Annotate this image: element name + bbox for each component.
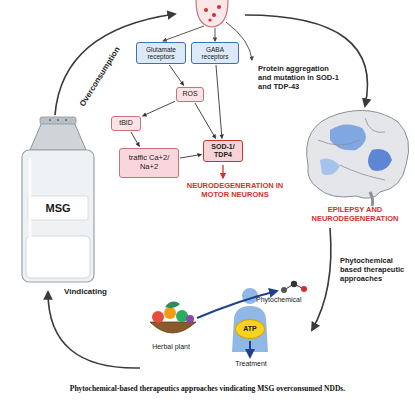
- cycle-arrows-part: [312, 228, 331, 330]
- vesicle-lines-part: [163, 26, 204, 41]
- outcome-label: NEURODEGENERATION IN MOTOR NEURONS: [180, 181, 290, 199]
- synapse-vesicle-part: [212, 13, 216, 17]
- herbal-plant-part: [152, 311, 164, 323]
- herbal-plant-part: [186, 315, 194, 323]
- herbal-plant-part: [164, 307, 176, 319]
- connector-arrow: [143, 101, 176, 116]
- picture-label: Herbal plant: [140, 343, 202, 351]
- brain-illustration: [307, 110, 409, 206]
- process-box: SOD-1/ TDP4: [203, 140, 243, 162]
- node-text: GABA receptors: [195, 46, 235, 61]
- cycle-arrows-part: [55, 14, 175, 115]
- msg-shaker-part: [57, 119, 59, 121]
- cycle-label: Overconsumption: [77, 45, 122, 109]
- brain-illustration-part: [330, 124, 366, 150]
- msg-shaker-part: [30, 122, 86, 150]
- node-text: SOD-1/ TDP4: [207, 143, 239, 159]
- msg-shaker-part: [22, 150, 94, 282]
- synapse-vesicle-part: [204, 8, 208, 12]
- node-text: traffic Ca+2/ Na+2: [123, 154, 175, 171]
- phytochemical-molecule-part: [281, 287, 287, 293]
- brain-illustration-part: [307, 110, 409, 198]
- shaker-label: MSG: [30, 198, 86, 218]
- node-text: tBID: [119, 119, 133, 127]
- msg-shaker-part: [65, 119, 67, 121]
- annotation: Protein aggregation and mutation in SOD-…: [258, 64, 342, 91]
- msg-shaker-part: [49, 119, 51, 121]
- brain-illustration-part: [318, 118, 385, 180]
- phytochemical-molecule-part: [291, 281, 297, 287]
- herbal-plant: [150, 302, 196, 333]
- node-text: ATP: [243, 325, 256, 333]
- msg-shaker-part: [29, 158, 32, 272]
- synapse-vesicle: [196, 0, 228, 27]
- cycle-arrows: [48, 14, 368, 368]
- phytochemical-molecule-part: [301, 286, 307, 292]
- msg-shaker: [22, 117, 94, 282]
- treatment-arrows-part: [197, 291, 277, 318]
- phytochemical-molecule: [281, 281, 307, 293]
- brain-illustration-part: [320, 158, 340, 175]
- herbal-plant-part: [165, 302, 180, 308]
- process-box: ROS: [176, 87, 204, 102]
- vesicle-lines-part: [215, 28, 216, 41]
- receptor-box: Glutamate receptors: [136, 42, 186, 64]
- herbal-plant-part: [150, 322, 196, 333]
- msg-shaker-part: [40, 117, 76, 124]
- connector-arrow: [169, 65, 183, 86]
- brain-illustration-part: [370, 192, 373, 206]
- connector-arrow: [216, 65, 222, 139]
- picture-label: Phytochemical: [256, 296, 314, 304]
- msg-shaker-part: [28, 196, 88, 220]
- picture-label: Treatment: [226, 360, 276, 368]
- cycle-label: Vindicating: [64, 287, 126, 297]
- process-box: traffic Ca+2/ Na+2: [119, 148, 179, 178]
- synapse-vesicle-part: [196, 0, 228, 27]
- connector-arrow: [195, 103, 216, 139]
- node-text: MSG: [45, 202, 70, 215]
- brain-illustration-part: [368, 149, 392, 171]
- receptor-box: GABA receptors: [191, 42, 239, 64]
- node-text: Glutamate receptors: [140, 46, 182, 61]
- figure-caption: Phytochemical-based therapeutics approac…: [4, 384, 411, 393]
- process-box: tBID: [111, 116, 141, 131]
- cycle-arrows-part: [48, 292, 140, 368]
- cycle-label: Phytochemical based therapeutic approach…: [340, 256, 412, 283]
- outcome-label: EPILEPSY AND NEURODEGENERATION: [300, 205, 410, 223]
- cycle-arrows-part: [245, 15, 368, 106]
- connector-arrow: [131, 132, 139, 147]
- msg-shaker-part: [26, 236, 90, 278]
- degeneration-arrow: [223, 165, 224, 178]
- treatment-arrows-part: [249, 341, 251, 357]
- node-text: ROS: [182, 90, 197, 98]
- atp-burst: ATP: [235, 319, 265, 339]
- connector-arrow: [180, 155, 202, 158]
- degeneration-arrow-part: [222, 165, 223, 178]
- synapse-vesicle-part: [208, 18, 211, 21]
- synapse-vesicle-part: [217, 5, 221, 9]
